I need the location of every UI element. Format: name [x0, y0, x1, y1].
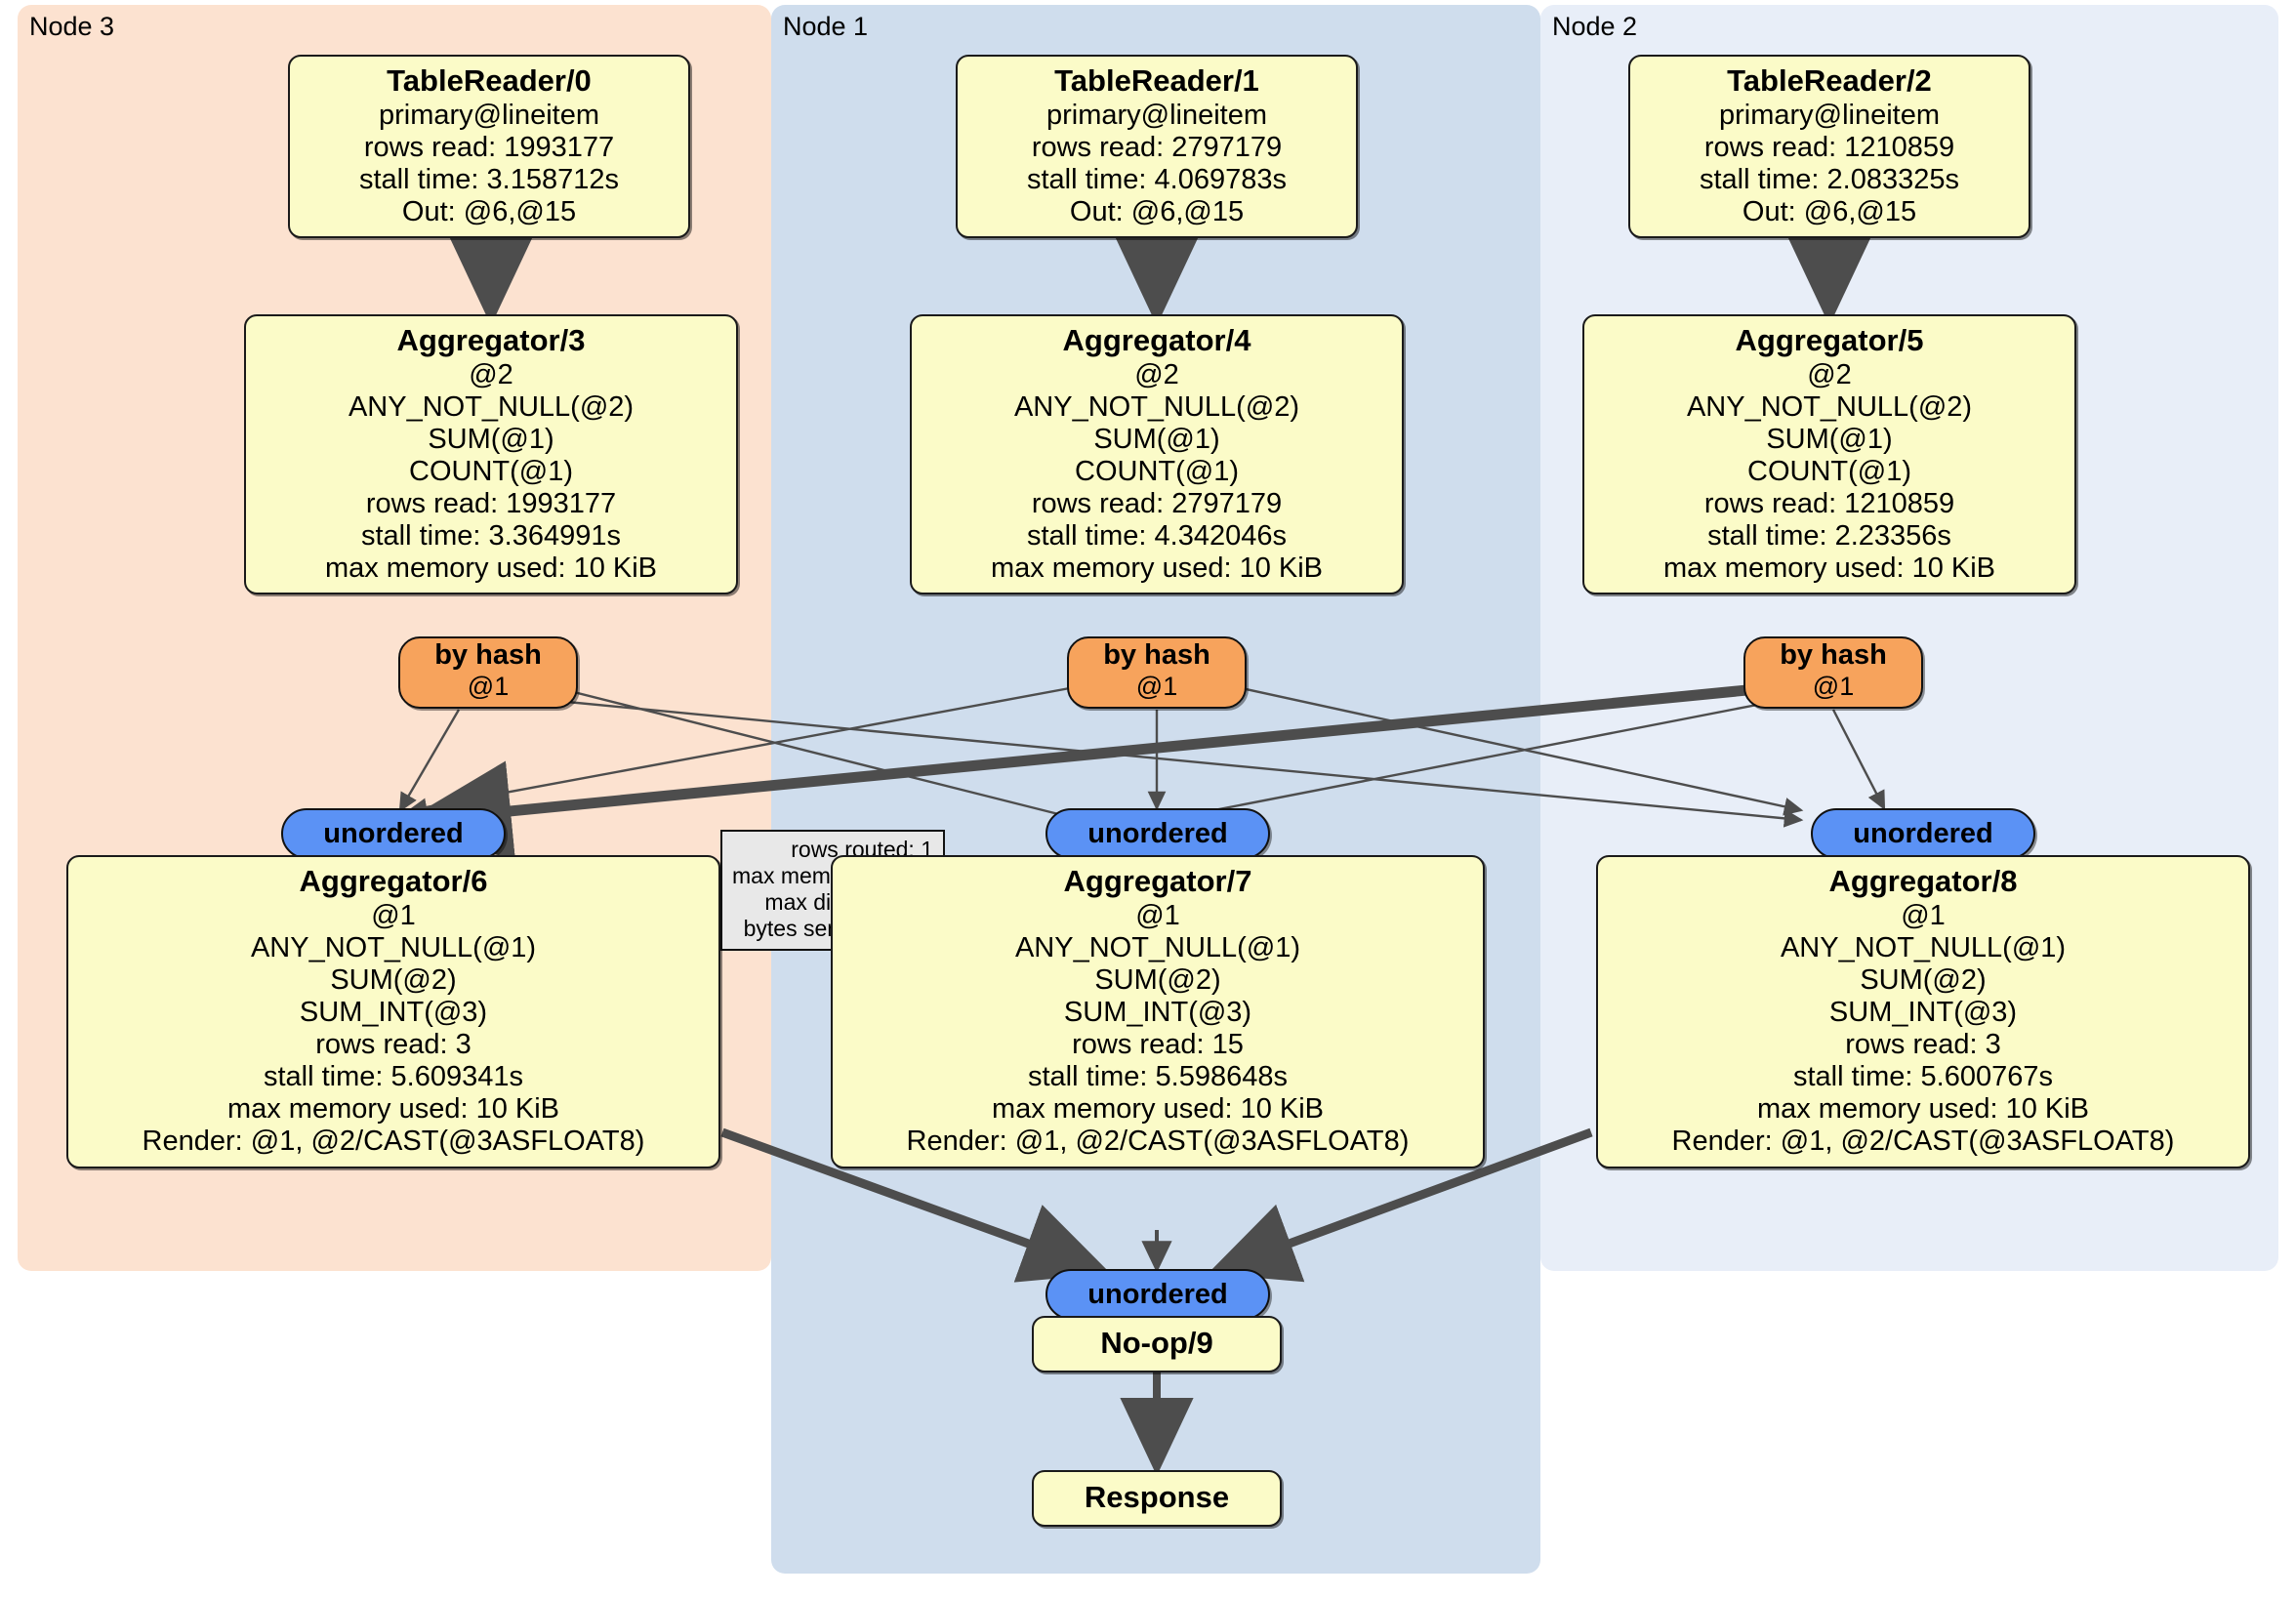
- processor-line: rows read: 3: [315, 1029, 472, 1061]
- processor-title: TableReader/0: [387, 63, 592, 98]
- router-title: by hash: [1780, 639, 1887, 671]
- processor-line: Render: @1, @2/CAST(@3ASFLOAT8): [906, 1126, 1410, 1158]
- router-subtitle: @1: [1812, 671, 1855, 701]
- processor-line: SUM_INT(@3): [1828, 997, 2018, 1029]
- processor-line: @2: [1134, 359, 1179, 391]
- router-subtitle: @1: [467, 671, 510, 701]
- processor-line: COUNT(@1): [1747, 456, 1911, 488]
- router-by-hash-3[interactable]: by hash @1: [398, 636, 578, 710]
- processor-line: @2: [469, 359, 513, 391]
- processor-aggregator-3[interactable]: Aggregator/3 @2 ANY_NOT_NULL(@2) SUM(@1)…: [244, 314, 738, 595]
- processor-line: SUM(@2): [1860, 964, 1987, 997]
- router-subtitle: @1: [1135, 671, 1178, 701]
- processor-aggregator-8[interactable]: Aggregator/8 @1 ANY_NOT_NULL(@1) SUM(@2)…: [1596, 855, 2250, 1168]
- router-title: by hash: [434, 639, 542, 671]
- processor-aggregator-5[interactable]: Aggregator/5 @2 ANY_NOT_NULL(@2) SUM(@1)…: [1582, 314, 2076, 595]
- processor-line: stall time: 2.23356s: [1707, 520, 1951, 553]
- processor-line: ANY_NOT_NULL(@1): [1014, 932, 1301, 964]
- processor-line: Render: @1, @2/CAST(@3ASFLOAT8): [1671, 1126, 2175, 1158]
- processor-line: ANY_NOT_NULL(@2): [1686, 391, 1973, 424]
- processor-line: primary@lineitem: [1046, 100, 1268, 132]
- processor-line: stall time: 4.342046s: [1027, 520, 1287, 553]
- processor-line: max memory used: 10 KiB: [991, 1093, 1325, 1126]
- cluster-label-node-3: Node 3: [29, 12, 115, 41]
- synchronizer-unordered-6[interactable]: unordered: [281, 808, 506, 859]
- cluster-label-node-1: Node 1: [783, 12, 869, 41]
- processor-line: SUM(@1): [1766, 424, 1893, 456]
- processor-line: SUM_INT(@3): [299, 997, 488, 1029]
- cluster-label-node-2: Node 2: [1552, 12, 1638, 41]
- processor-title: Aggregator/5: [1735, 323, 1924, 357]
- processor-line: COUNT(@1): [409, 456, 573, 488]
- processor-line: ANY_NOT_NULL(@2): [1013, 391, 1300, 424]
- processor-line: stall time: 5.609341s: [264, 1061, 523, 1093]
- processor-line: COUNT(@1): [1075, 456, 1239, 488]
- processor-line: max memory used: 10 KiB: [1662, 553, 1996, 585]
- processor-title: Aggregator/3: [396, 323, 586, 357]
- processor-tablereader-2[interactable]: TableReader/2 primary@lineitem rows read…: [1628, 55, 2030, 239]
- processor-line: @1: [1135, 900, 1180, 932]
- processor-line: max memory used: 10 KiB: [1756, 1093, 2090, 1126]
- processor-line: rows read: 2797179: [1031, 132, 1283, 164]
- processor-line: max memory used: 10 KiB: [324, 553, 658, 585]
- processor-line: SUM(@1): [428, 424, 554, 456]
- processor-line: Out: @6,@15: [401, 196, 577, 228]
- processor-line: max memory used: 10 KiB: [990, 553, 1324, 585]
- processor-line: @1: [371, 900, 416, 932]
- processor-line: Render: @1, @2/CAST(@3ASFLOAT8): [142, 1126, 645, 1158]
- router-by-hash-5[interactable]: by hash @1: [1743, 636, 1923, 710]
- processor-line: rows read: 1993177: [365, 488, 617, 520]
- processor-line: rows read: 1993177: [363, 132, 615, 164]
- processor-line: rows read: 2797179: [1031, 488, 1283, 520]
- processor-line: max memory used: 10 KiB: [226, 1093, 560, 1126]
- processor-line: Out: @6,@15: [1742, 196, 1917, 228]
- processor-title: Aggregator/8: [1828, 864, 2018, 898]
- processor-tablereader-1[interactable]: TableReader/1 primary@lineitem rows read…: [956, 55, 1358, 239]
- processor-title: No-op/9: [1100, 1326, 1213, 1360]
- processor-line: SUM(@2): [1094, 964, 1221, 997]
- processor-line: stall time: 2.083325s: [1700, 164, 1959, 196]
- processor-title: Response: [1084, 1480, 1230, 1514]
- processor-aggregator-6[interactable]: Aggregator/6 @1 ANY_NOT_NULL(@1) SUM(@2)…: [66, 855, 720, 1168]
- processor-title: Aggregator/4: [1062, 323, 1251, 357]
- processor-line: rows read: 15: [1072, 1029, 1244, 1061]
- processor-line: ANY_NOT_NULL(@1): [250, 932, 537, 964]
- processor-line: primary@lineitem: [1718, 100, 1941, 132]
- processor-line: @2: [1807, 359, 1852, 391]
- processor-line: stall time: 3.364991s: [361, 520, 621, 553]
- processor-line: ANY_NOT_NULL(@1): [1780, 932, 2067, 964]
- processor-aggregator-7[interactable]: Aggregator/7 @1 ANY_NOT_NULL(@1) SUM(@2)…: [831, 855, 1485, 1168]
- processor-line: stall time: 5.598648s: [1028, 1061, 1288, 1093]
- processor-noop-9[interactable]: No-op/9: [1032, 1316, 1282, 1373]
- router-by-hash-4[interactable]: by hash @1: [1067, 636, 1247, 710]
- processor-response[interactable]: Response: [1032, 1470, 1282, 1528]
- processor-line: @1: [1901, 900, 1946, 932]
- processor-line: ANY_NOT_NULL(@2): [348, 391, 635, 424]
- router-title: by hash: [1103, 639, 1210, 671]
- synchronizer-unordered-8[interactable]: unordered: [1811, 808, 2035, 859]
- processor-aggregator-4[interactable]: Aggregator/4 @2 ANY_NOT_NULL(@2) SUM(@1)…: [910, 314, 1404, 595]
- processor-line: SUM(@1): [1093, 424, 1220, 456]
- processor-tablereader-0[interactable]: TableReader/0 primary@lineitem rows read…: [288, 55, 690, 239]
- processor-line: rows read: 1210859: [1703, 132, 1955, 164]
- processor-line: rows read: 3: [1845, 1029, 2001, 1061]
- processor-title: TableReader/2: [1727, 63, 1932, 98]
- processor-line: SUM(@2): [330, 964, 457, 997]
- processor-line: SUM_INT(@3): [1063, 997, 1252, 1029]
- processor-title: TableReader/1: [1054, 63, 1259, 98]
- synchronizer-unordered-final[interactable]: unordered: [1046, 1269, 1270, 1320]
- processor-line: Out: @6,@15: [1069, 196, 1245, 228]
- processor-line: rows read: 1210859: [1703, 488, 1955, 520]
- processor-line: stall time: 5.600767s: [1793, 1061, 2053, 1093]
- processor-title: Aggregator/6: [299, 864, 488, 898]
- synchronizer-unordered-7[interactable]: unordered: [1046, 808, 1270, 859]
- processor-title: Aggregator/7: [1063, 864, 1252, 898]
- processor-line: stall time: 3.158712s: [359, 164, 619, 196]
- processor-line: primary@lineitem: [378, 100, 600, 132]
- processor-line: stall time: 4.069783s: [1027, 164, 1287, 196]
